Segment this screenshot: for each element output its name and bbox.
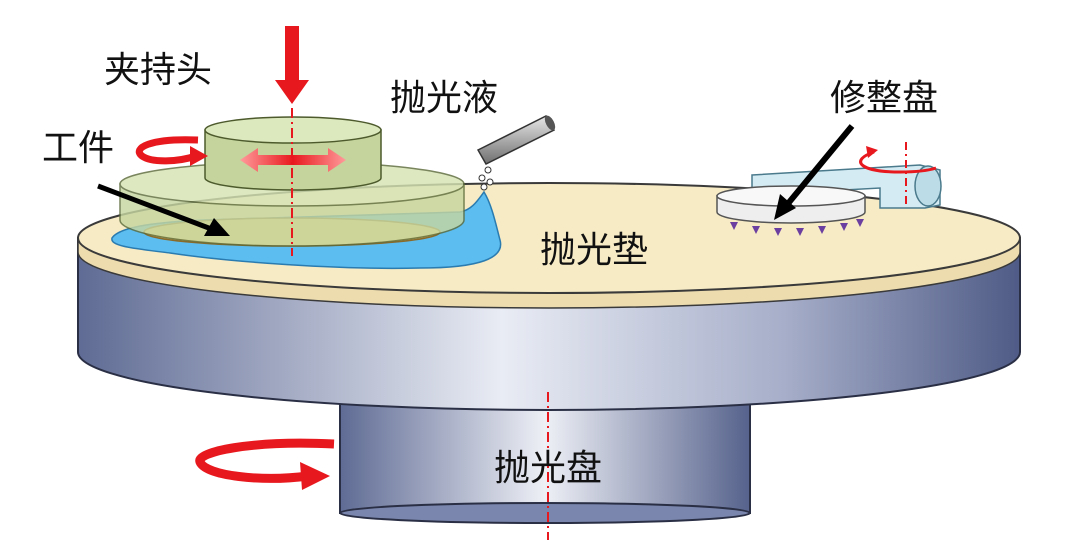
label-pad: 抛光垫: [540, 230, 648, 271]
label-platen: 抛光盘: [494, 448, 602, 489]
oscillation-double-arrow-icon: [240, 148, 346, 172]
label-slurry: 抛光液: [390, 78, 498, 119]
label-conditioner: 修整盘: [830, 78, 938, 119]
platen-shaft: [339, 394, 751, 524]
label-holder: 夹持头: [104, 50, 212, 91]
label-workpiece: 工件: [42, 128, 114, 169]
conditioner-pointer-arrow-icon: [774, 124, 855, 220]
holder-rotation-arrow-icon: [135, 136, 208, 166]
platen-rotation-arrow-icon: [195, 438, 335, 490]
workpiece-pointer-arrow-icon: [97, 183, 230, 236]
conditioner-rotation-arrow-icon: [859, 146, 937, 174]
conditioner-diamond-grits: [730, 219, 864, 236]
slurry-nozzle: [476, 115, 556, 191]
down-force-arrow-icon: [275, 26, 309, 104]
